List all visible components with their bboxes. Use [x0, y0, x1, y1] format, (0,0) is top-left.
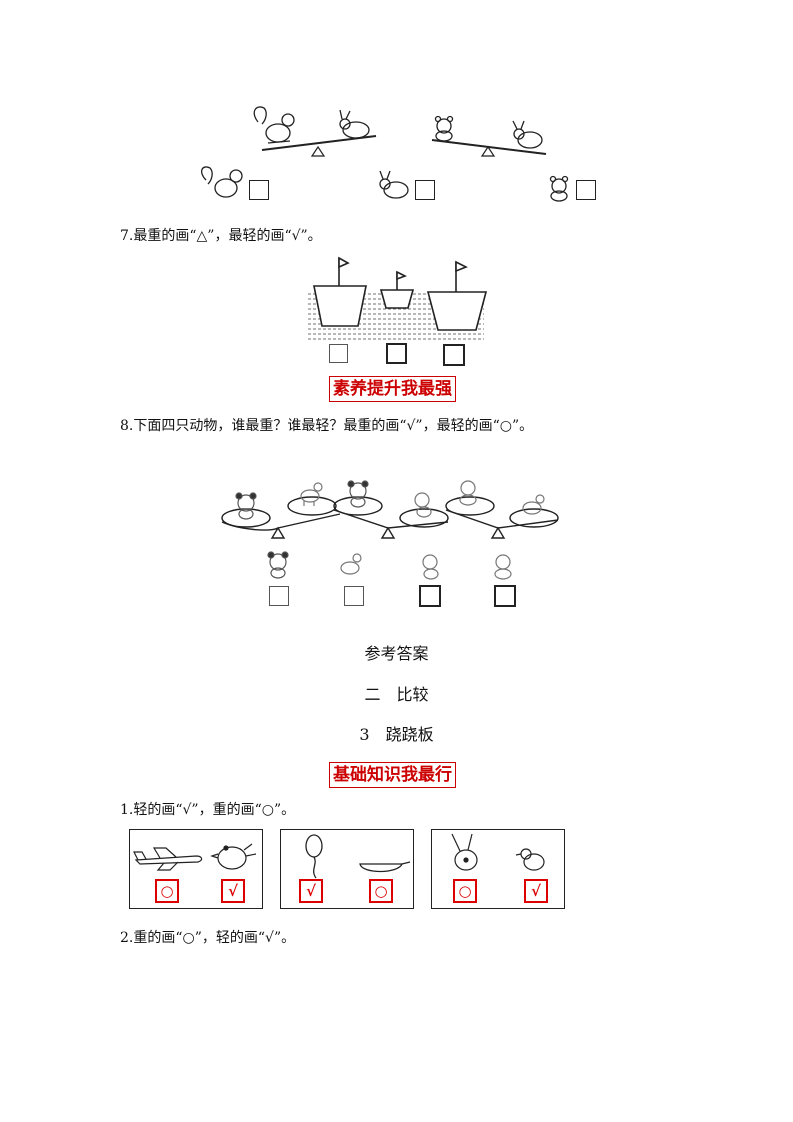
answer-box[interactable]	[419, 585, 441, 607]
seesaw-icon	[261, 135, 377, 157]
section-header-basics: 基础知识我最行	[329, 762, 456, 788]
answer-1-text: 1.轻的画“√”，重的画“○”。	[120, 802, 296, 818]
goat-icon	[340, 553, 362, 575]
bear-icon	[434, 115, 454, 142]
panda-icon	[235, 492, 257, 520]
answer-1-figure	[133, 833, 545, 879]
animal-balance-figure	[221, 480, 559, 580]
answer-panel-1	[129, 829, 263, 909]
answer-mark-airplane: ○	[155, 879, 179, 903]
bear-icon	[549, 175, 569, 202]
boats-in-water-figure	[308, 256, 488, 340]
answer-box[interactable]	[443, 344, 465, 366]
squirrel-icon	[200, 166, 243, 198]
rabbit-icon	[379, 170, 409, 199]
cat-icon	[422, 554, 439, 580]
question-8-text: 8.下面四只动物，谁最重？谁最轻？最重的画“√”，最轻的画“○”。	[120, 418, 534, 434]
airplane-icon	[133, 847, 203, 871]
answer-mark-wok: ○	[369, 879, 393, 903]
answer-2-text: 2.重的画“○”，轻的画“√”。	[120, 930, 296, 946]
rabbit-icon	[512, 120, 543, 149]
answer-box[interactable]	[494, 585, 516, 607]
answer-mark-chick-2: √	[524, 879, 548, 903]
boat-icon	[313, 256, 367, 327]
answer-mark-balloon: √	[299, 879, 323, 903]
balloon-icon	[305, 834, 323, 879]
seesaw-icon	[221, 496, 341, 539]
unit-title: 二 比较	[364, 685, 429, 704]
answers-title: 参考答案	[364, 644, 429, 663]
answer-box[interactable]	[386, 343, 407, 364]
answer-box[interactable]	[344, 586, 364, 606]
panda-icon	[267, 551, 289, 579]
answer-box[interactable]	[415, 180, 435, 200]
wok-icon	[359, 861, 411, 873]
seesaw-icon	[431, 139, 547, 157]
chick-icon	[210, 843, 257, 870]
squirrel-icon	[253, 106, 295, 144]
answer-box[interactable]	[269, 586, 289, 606]
boat-icon	[426, 260, 488, 331]
dog-icon	[459, 480, 477, 506]
lesson-title: 3 跷跷板	[359, 725, 434, 744]
rabbit-icon	[451, 833, 478, 871]
question-7-text: 7.最重的画“△”，最轻的画“√”。	[120, 228, 322, 244]
answer-box[interactable]	[576, 180, 596, 200]
panda-icon	[347, 480, 369, 508]
chick-icon	[515, 848, 545, 871]
seesaw-icon	[445, 496, 559, 539]
answer-mark-rabbit: ○	[453, 879, 477, 903]
answer-box[interactable]	[249, 180, 269, 200]
answer-mark-chick: √	[221, 879, 245, 903]
goat-icon	[300, 482, 323, 506]
answer-box[interactable]	[329, 344, 348, 363]
rabbit-icon	[339, 109, 370, 139]
dog-icon	[494, 554, 512, 580]
section-header-literacy: 素养提升我最强	[329, 376, 456, 402]
seesaw-figure-top	[200, 106, 569, 202]
boat-icon	[379, 270, 415, 309]
cat-icon	[414, 492, 432, 518]
goat-icon	[522, 494, 545, 515]
